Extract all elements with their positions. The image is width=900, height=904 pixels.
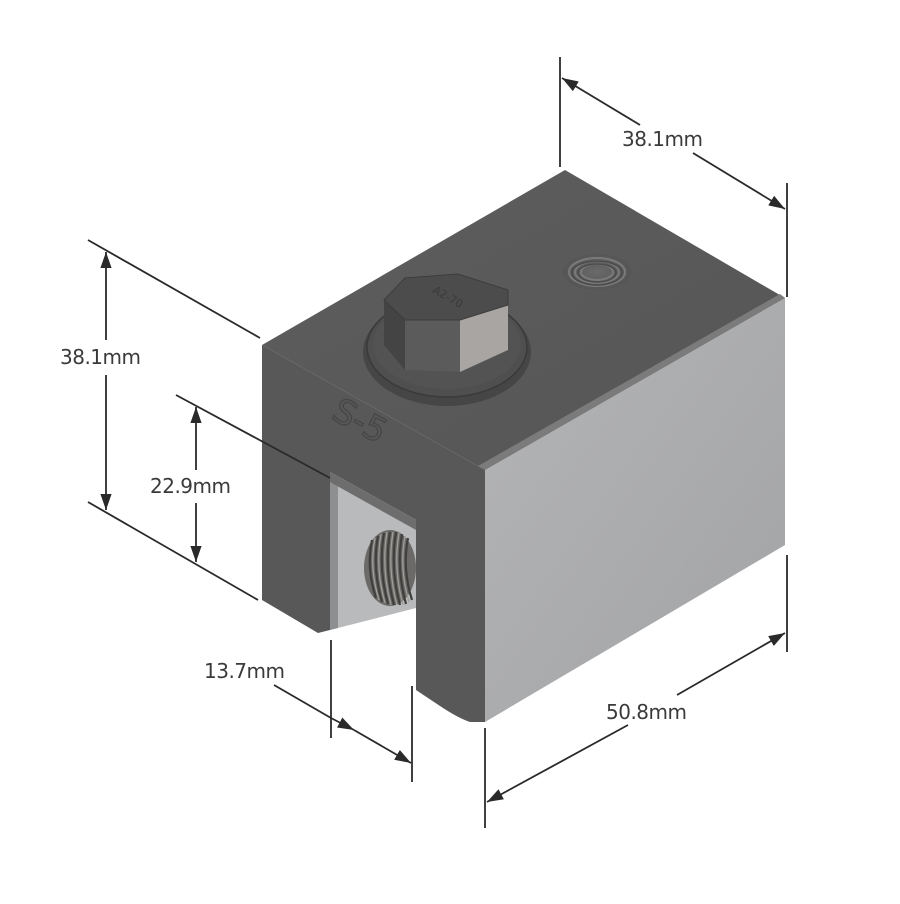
dim-slot-width-label: 13.7mm [204, 659, 285, 683]
dim-length-label: 50.8mm [606, 700, 687, 724]
top-face [262, 170, 785, 470]
set-screw [364, 530, 416, 606]
dim-depth-label: 38.1mm [622, 127, 703, 151]
dim-slot-height-label: 22.9mm [150, 474, 231, 498]
dim-height-label: 38.1mm [60, 345, 141, 369]
bolt-highlight-face [460, 305, 508, 372]
dimension-lines [87, 57, 788, 828]
right-face [485, 298, 785, 722]
hex-bolt: A2-70 [363, 273, 531, 406]
left-face [262, 345, 485, 722]
edge-highlight [478, 294, 785, 470]
threaded-hole [563, 254, 631, 290]
